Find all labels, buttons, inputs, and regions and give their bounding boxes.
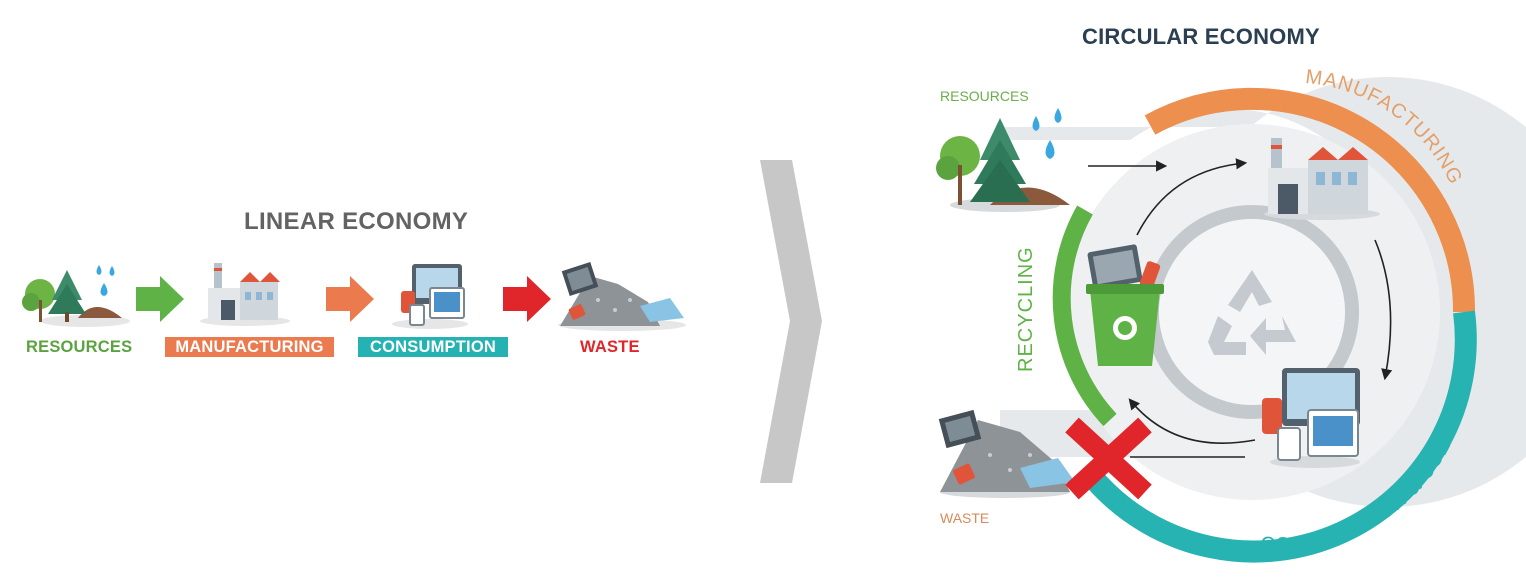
linear-arrow-green xyxy=(136,276,184,322)
chevron-right-icon xyxy=(760,160,822,483)
linear-resources-label: RESOURCES xyxy=(26,338,133,356)
linear-economy-title: LINEAR ECONOMY xyxy=(244,208,469,235)
linear-arrow-red xyxy=(503,276,551,322)
linear-consumption-label: CONSUMPTION xyxy=(358,337,508,357)
linear-waste-icon xyxy=(558,262,686,331)
linear-factory-icon xyxy=(200,263,290,326)
circular-economy-title: CIRCULAR ECONOMY xyxy=(1082,24,1320,49)
circular-waste-label: WASTE xyxy=(940,510,990,526)
recycle-symbol-icon xyxy=(1208,270,1296,355)
circular-devices-icon xyxy=(1262,368,1360,468)
arrow-consumption-to-recycling xyxy=(1128,398,1256,444)
cross-mark-icon xyxy=(1065,417,1152,500)
circular-resources-label: RESOURCES xyxy=(940,88,1029,104)
manufacturing-band xyxy=(1144,87,1476,313)
arrow-recycling-to-manufacturing xyxy=(1136,158,1248,236)
linear-resources-icon xyxy=(22,265,130,327)
linear-arrow-orange xyxy=(326,276,374,322)
circular-recycling-label: RECYCLING xyxy=(1015,246,1037,372)
water-drop-icon xyxy=(1032,116,1040,131)
circular-waste-icon xyxy=(938,409,1075,498)
recycle-bin-icon xyxy=(1086,244,1164,366)
arrow-manufacturing-to-consumption xyxy=(1374,239,1393,381)
linear-manufacturing-label: MANUFACTURING xyxy=(165,337,334,357)
recycling-band xyxy=(1052,205,1117,427)
circular-factory-icon xyxy=(1264,138,1380,220)
circular-resources-icon xyxy=(936,108,1070,212)
consumption-band xyxy=(1086,310,1477,563)
linear-devices-icon xyxy=(392,264,468,329)
linear-waste-label: WASTE xyxy=(580,338,640,356)
